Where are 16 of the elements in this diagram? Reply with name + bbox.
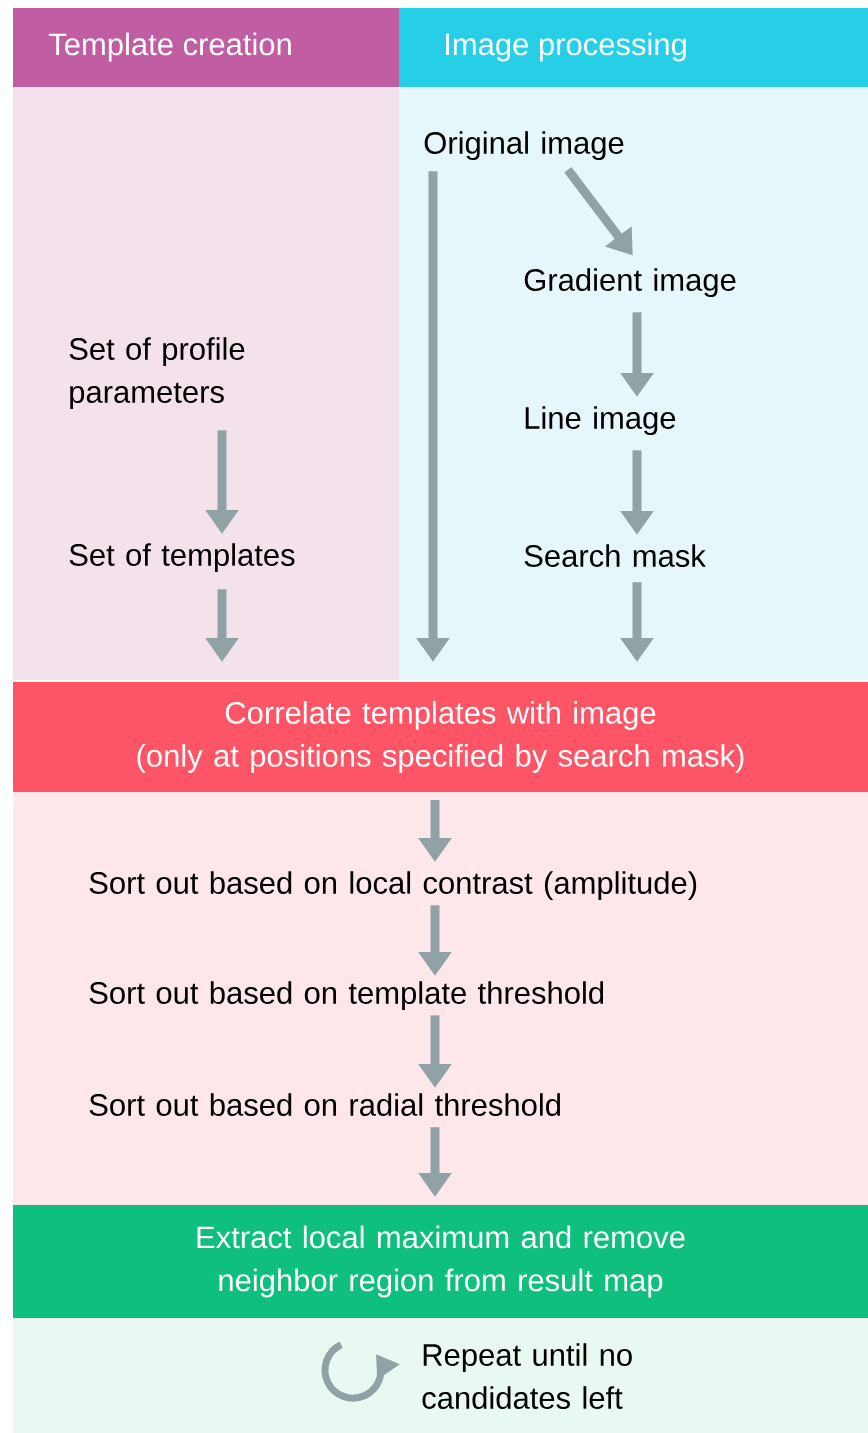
column-panel: [13, 8, 399, 680]
step-label: Search mask: [524, 544, 706, 567]
process-band: Correlate templates with image (only at positions specified by search mask): [13, 682, 868, 792]
step-label: Gradient image: [524, 268, 736, 298]
column-header: Image processing: [399, 8, 868, 87]
column-header: Template creation: [13, 8, 399, 87]
step-label: Sort out based on radial threshold: [89, 1093, 560, 1116]
column-panel: [399, 8, 868, 680]
step-label: Sort out based on template threshold: [89, 981, 604, 1011]
step-label: Original image: [424, 131, 624, 161]
step-label: Set of templates: [69, 543, 295, 573]
step-label: Repeat until no candidates left: [422, 1343, 632, 1409]
process-band: Extract local maximum and remove neighbor region from result map: [13, 1205, 868, 1318]
step-label: Set of profile parameters: [69, 337, 245, 410]
step-label: Line image: [525, 406, 676, 436]
step-label: Sort out based on local contrast (amplitude): [89, 871, 697, 901]
